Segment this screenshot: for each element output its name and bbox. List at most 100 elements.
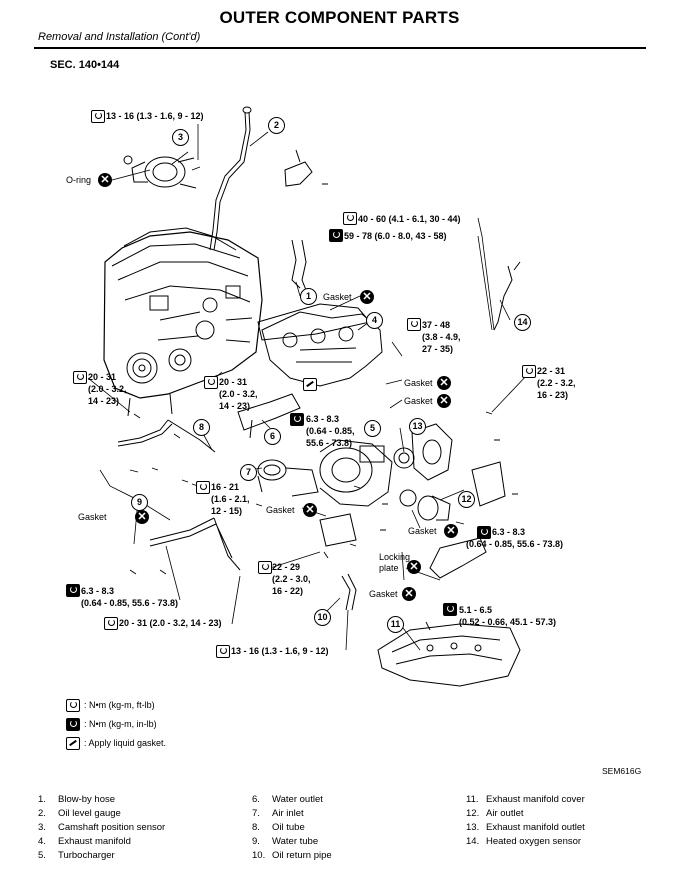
torque-icon-3 (329, 229, 343, 242)
parts-list-column-2: 6.Water outlet 7.Air inlet 8.Oil tube 9.… (252, 793, 332, 863)
camshaft-sensor-drawing (123, 155, 197, 189)
torque-icon-9 (196, 481, 210, 494)
part-number-5: 5 (364, 420, 381, 437)
list-item: 1.Blow-by hose (38, 794, 116, 805)
torque-label-14: 20 - 31 (2.0 - 3.2, 14 - 23) (119, 618, 222, 628)
liquid-gasket-icon (303, 378, 317, 391)
torque-icon-8 (290, 413, 304, 426)
replace-icon-locking-plate: ✕ (407, 560, 421, 574)
torque-label-9c: 12 - 15) (211, 506, 243, 516)
list-item: 6.Water outlet (252, 794, 323, 805)
torque-label-11b: (2.2 - 3.0, (272, 574, 311, 584)
part-number-13: 13 (409, 418, 426, 435)
oil-level-gauge-drawing (209, 106, 252, 251)
torque-icon-4 (407, 318, 421, 331)
torque-icon-5 (73, 371, 87, 384)
torque-label-9b: (1.6 - 2.1, (211, 494, 250, 504)
bracket-drawing (284, 149, 313, 187)
list-item: 2.Oil level gauge (38, 808, 121, 819)
torque-label-3: 59 - 78 (6.0 - 8.0, 43 - 58) (344, 231, 447, 241)
legend-liquid-gasket: : Apply liquid gasket. (84, 738, 167, 748)
torque-label-13b: (0.52 - 0.66, 45.1 - 57.3) (459, 617, 557, 627)
torque-label-6c: 14 - 23) (219, 401, 251, 411)
turbocharger-drawing (319, 439, 393, 547)
torque-label-9a: 16 - 21 (211, 482, 240, 492)
torque-label-6a: 20 - 31 (219, 377, 248, 387)
torque-label-12a: 6.3 - 8.3 (492, 527, 526, 537)
air-outlet-drawing (399, 489, 451, 521)
list-item: 11.Exhaust manifold cover (466, 794, 585, 805)
manifold-outlet-drawing (393, 423, 453, 481)
torque-label-8a: 6.3 - 8.3 (306, 414, 340, 424)
part-number-12: 12 (458, 491, 475, 508)
torque-label-4c: 27 - 35) (422, 344, 454, 354)
part-number-2: 2 (268, 117, 285, 134)
replace-icon-gasket-7: ✕ (402, 587, 416, 601)
torque-label-10b: (0.64 - 0.85, 55.6 - 73.8) (81, 598, 179, 608)
part-number-6: 6 (264, 428, 281, 445)
part-number-7: 7 (240, 464, 257, 481)
torque-label-13a: 5.1 - 6.5 (459, 605, 493, 615)
list-item: 13.Exhaust manifold outlet (466, 822, 585, 833)
torque-icon-6 (204, 376, 218, 389)
torque-label-5c: 14 - 23) (88, 396, 120, 406)
torque-label-11c: 16 - 22) (272, 586, 304, 596)
list-item: 7.Air inlet (252, 808, 304, 819)
torque-label-5b: (2.0 - 3.2, (88, 384, 127, 394)
part-number-14: 14 (514, 314, 531, 331)
o-ring-label: O-ring (66, 175, 92, 185)
figure-code: SEM616G (602, 766, 642, 776)
list-item: 8.Oil tube (252, 822, 305, 833)
replace-icon-gasket-2: ✕ (437, 376, 451, 390)
gasket-label-4: Gasket (78, 512, 107, 522)
legend-nm-ftlb: : N•m (kg-m, ft-lb) (84, 700, 155, 710)
torque-label-4b: (3.8 - 4.9, (422, 332, 461, 342)
torque-icon-13 (443, 603, 457, 616)
part-number-10: 10 (314, 609, 331, 626)
water-tube-drawing (149, 517, 241, 571)
list-item: 14.Heated oxygen sensor (466, 836, 582, 847)
list-item: 5.Turbocharger (38, 850, 115, 861)
torque-icon-10 (66, 584, 80, 597)
replace-icon-gasket-6: ✕ (444, 524, 458, 538)
section-label: SEC. 140•144 (50, 59, 120, 71)
torque-icon-14 (104, 617, 118, 630)
part-number-4: 4 (366, 312, 383, 329)
torque-label-8b: (0.64 - 0.85, (306, 426, 355, 436)
replace-icon-oring: ✕ (98, 173, 112, 187)
part-number-3: 3 (172, 129, 189, 146)
air-inlet-drawing (257, 459, 319, 497)
torque-label-11a: 22 - 29 (272, 562, 301, 572)
torque-label-15: 13 - 16 (1.3 - 1.6, 9 - 12) (231, 646, 329, 656)
parts-list-column-1: 1.Blow-by hose 2.Oil level gauge 3.Camsh… (38, 793, 165, 863)
manifold-cover-drawing (377, 623, 521, 687)
page-subtitle: Removal and Installation (Cont'd) (38, 31, 201, 43)
part-number-8: 8 (193, 419, 210, 436)
list-item: 4.Exhaust manifold (38, 836, 131, 847)
replace-icon-gasket-1: ✕ (360, 290, 374, 304)
torque-label-2: 40 - 60 (4.1 - 6.1, 30 - 44) (358, 214, 461, 224)
locking-plate-label-b: plate (379, 563, 399, 573)
torque-label-8c: 55.6 - 73.8) (306, 438, 353, 448)
blow-by-hose-drawing (291, 239, 307, 291)
oxygen-sensor-drawing (493, 261, 521, 331)
part-number-1: 1 (300, 288, 317, 305)
torque-label-1: 13 - 16 (1.3 - 1.6, 9 - 12) (106, 111, 204, 121)
water-outlet-drawing (237, 393, 301, 439)
torque-label-5a: 20 - 31 (88, 372, 117, 382)
torque-label-12b: (0.64 - 0.85, 55.6 - 73.8) (466, 539, 564, 549)
bolt-drawings (129, 166, 518, 631)
list-item: 9.Water tube (252, 836, 319, 847)
torque-icon-2 (343, 212, 357, 225)
page-title: OUTER COMPONENT PARTS (219, 8, 460, 27)
list-item: 12.Air outlet (466, 808, 524, 819)
gasket-label-5: Gasket (266, 505, 295, 515)
torque-label-7b: (2.2 - 3.2, (537, 378, 576, 388)
legend-liquid-gasket-icon (66, 737, 80, 750)
engine-block-drawing (103, 227, 263, 417)
torque-icon-11 (258, 561, 272, 574)
gasket-label-7: Gasket (369, 589, 398, 599)
part-number-11: 11 (387, 616, 404, 633)
bracket-right-drawing (471, 461, 506, 507)
